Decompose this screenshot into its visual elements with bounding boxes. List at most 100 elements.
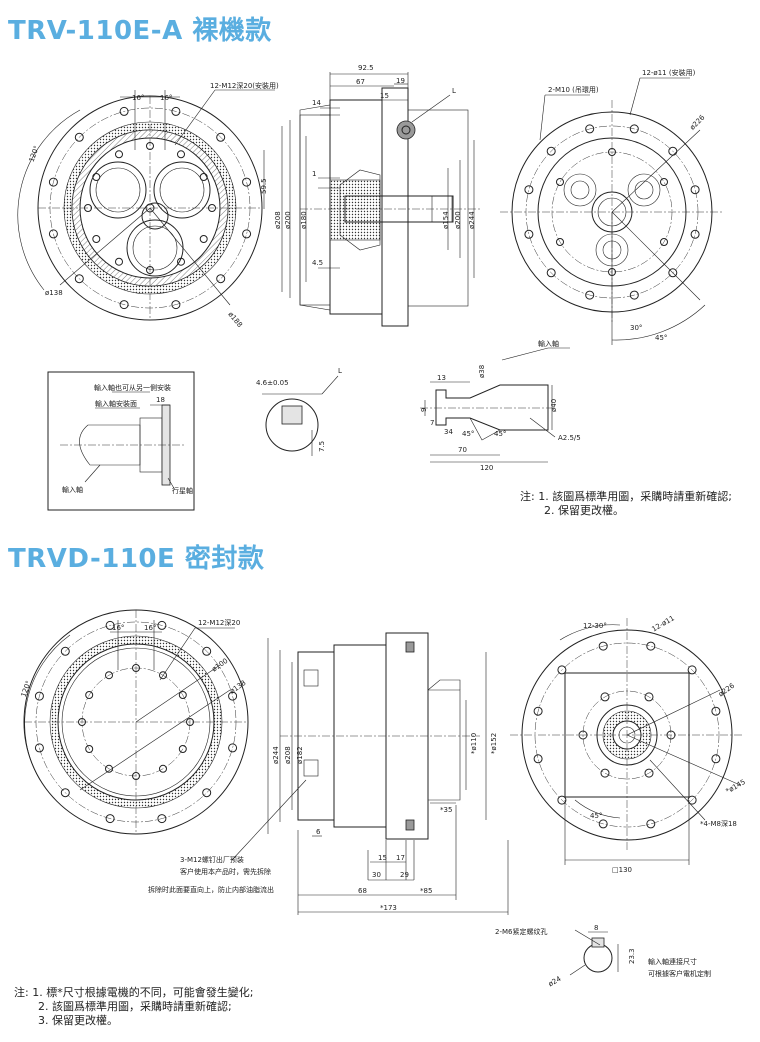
s2-dim-16a: 16° — [112, 624, 124, 632]
s1-dim-67: 67 — [356, 78, 365, 86]
bolt-hole — [629, 124, 639, 134]
tapped-hole — [85, 745, 94, 753]
s2-dim-6: 6 — [316, 828, 321, 836]
s1-shaft-45a: 45° — [462, 430, 474, 438]
bolt-hole — [524, 185, 534, 195]
bolt-hole — [646, 641, 656, 651]
s1-notes: 注: 1. 該圖爲標準用圖，采購時請重新確認; 2. 保留更改權。 — [520, 490, 732, 518]
bolt-hole — [157, 620, 167, 630]
s1-dim-d180: ø180 — [300, 211, 308, 229]
s1-dim-45: 45° — [655, 334, 667, 342]
s1-dim-16b: 16° — [160, 94, 172, 102]
tapped-hole — [600, 768, 610, 778]
s2-dim-130: □130 — [612, 866, 632, 874]
tapped-hole — [105, 764, 113, 773]
bolt-hole — [242, 177, 252, 187]
s2-dim-d182: ø182 — [296, 746, 304, 764]
s1-box-l5: 行星軸 — [172, 486, 193, 495]
s1-dim-d244: ø244 — [468, 211, 476, 229]
tapped-hole — [178, 691, 187, 699]
s2-dim-17: 17 — [396, 854, 405, 862]
bolt-hole — [557, 665, 567, 675]
bolt-hole — [34, 691, 44, 701]
s1-dim-120: 120° — [28, 145, 41, 164]
tapped-hole — [105, 671, 113, 680]
bolt-hole — [546, 268, 556, 278]
bolt-hole — [690, 229, 700, 239]
s1-dim-595: 59.5 — [260, 178, 268, 194]
s2-dim-35: *35 — [440, 806, 452, 814]
s2-m6: 2-M6紧定螺纹孔 — [495, 927, 547, 936]
bolt-hole — [48, 229, 58, 239]
s1-box-l4: 輸入軸 — [62, 485, 83, 494]
bolt-hole — [585, 290, 595, 300]
s1-detail-box — [47, 371, 195, 511]
s1-shaft-13: 13 — [437, 374, 446, 382]
tapped-hole — [85, 691, 94, 699]
bolt-hole — [171, 106, 181, 116]
bolt-hole — [34, 743, 44, 753]
bolt-hole — [557, 795, 567, 805]
bolt-hole — [48, 177, 58, 187]
bolt-hole — [74, 132, 84, 142]
s2-note-c: 拆除时此面要直向上，防止内部油脂流出 — [148, 885, 274, 894]
s1-dim-1: 1 — [312, 170, 316, 178]
tapped-hole — [92, 173, 101, 181]
s2-dim-d244: ø244 — [272, 746, 280, 764]
tapped-hole — [556, 178, 564, 186]
tapped-hole — [556, 238, 564, 246]
tapped-hole — [660, 238, 668, 246]
tapped-hole — [660, 178, 668, 186]
s1-dim-19: 19 — [396, 77, 405, 85]
bolt-hole — [533, 754, 543, 764]
s2-dim-68: 68 — [358, 887, 367, 895]
s2-note-line: 2. 該圖爲標準用圖，采購時請重新確認; — [38, 1000, 232, 1013]
s2-input-a: 輸入軸連接尺寸 — [648, 957, 697, 966]
s1-shaft-34: 34 — [444, 428, 453, 436]
s2-input-b: 可根據客户電机定制 — [648, 969, 711, 978]
bolt-hole — [598, 641, 608, 651]
s2-rear-view — [510, 618, 744, 865]
tapped-hole — [177, 257, 185, 266]
s1-dim-925: 92.5 — [358, 64, 374, 72]
s2-shaft-detail — [569, 929, 619, 976]
s1-shaft-40: ø40 — [550, 399, 558, 412]
tapped-hole — [84, 204, 92, 212]
s1-dim-d200: ø200 — [284, 211, 292, 229]
s2-dim-d226: ø226 — [717, 681, 736, 698]
s1-dim-d11: 12-ø11 (安裝用) — [642, 68, 696, 77]
s2-dim-d11: 12-ø11 — [651, 614, 676, 633]
s1-dim-d226: ø226 — [688, 113, 707, 132]
s1-dim-45: 4.5 — [312, 259, 323, 267]
tapped-hole — [600, 692, 610, 702]
section1-title: TRV-110E-A 裸機款 — [8, 16, 272, 46]
bolt-hole — [119, 106, 129, 116]
s2-dim-16b: 16° — [144, 624, 156, 632]
s2-note-line: 注: 1. 標*尺寸根據電機的不同，可能會發生變化; — [14, 986, 254, 999]
bolt-hole — [629, 290, 639, 300]
s1-dim-30: 30° — [630, 324, 642, 332]
tapped-hole — [115, 150, 123, 159]
s2-dim-45: 45° — [590, 812, 602, 820]
s1-dim-L: L — [452, 87, 456, 95]
s1-shaft-38: ø38 — [478, 365, 486, 378]
bolt-hole — [171, 300, 181, 310]
bolt-hole — [74, 274, 84, 284]
s2-dim-173: *173 — [380, 904, 397, 912]
bolt-hole — [533, 706, 543, 716]
tapped-hole — [115, 257, 123, 266]
bolt-hole — [228, 691, 238, 701]
s1-box-l2: 輸入軸安裝面 — [95, 399, 137, 408]
bolt-hole — [105, 814, 115, 824]
s1-dim-14: 14 — [312, 99, 321, 107]
s2-front-view — [23, 609, 249, 835]
s2-k8: 8 — [594, 924, 598, 932]
s1-shaft-70: 70 — [458, 446, 467, 454]
s2-dim-d152: *ø152 — [490, 733, 498, 754]
s1-shaft-9: 9 — [420, 408, 428, 412]
s1-note-line: 注: 1. 該圖爲標準用圖，采購時請重新確認; — [520, 490, 732, 503]
bolt-hole — [119, 300, 129, 310]
s1-shaft-a25: A2.5/5 — [558, 434, 581, 442]
s1-front-view — [17, 89, 275, 321]
